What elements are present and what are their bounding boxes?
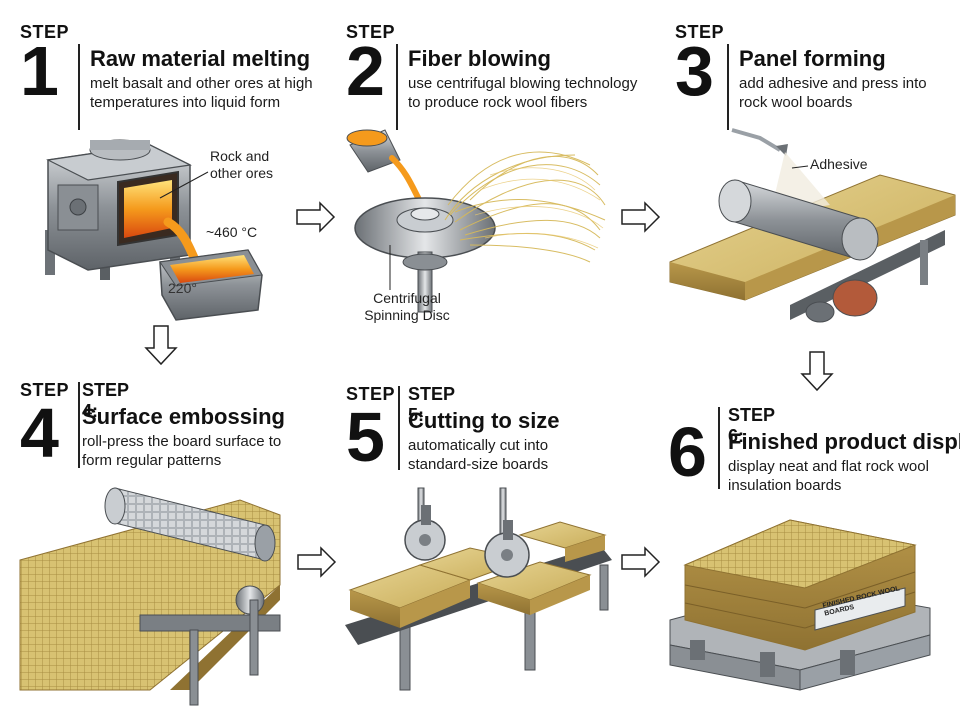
step-title: Raw material melting — [90, 46, 311, 71]
step-word: STEP — [20, 22, 70, 42]
cutting-illustration — [345, 487, 612, 691]
step-subtitle: STEP 5: — [408, 384, 455, 425]
step-description: melt basalt and other ores at high tempe… — [90, 75, 313, 111]
step-description: roll-press the board surface to form reg… — [82, 433, 282, 469]
step-description: display neat and flat rock wool insulati… — [728, 458, 929, 494]
arrow-2-3 — [621, 201, 661, 233]
divider — [78, 382, 80, 468]
step-number: 5 — [346, 398, 385, 476]
high-temperature-label: ~460 °C — [206, 224, 258, 240]
embossing-illustration — [19, 487, 281, 706]
divider — [396, 44, 398, 130]
divider — [78, 44, 80, 130]
step-number: 1 — [20, 32, 59, 110]
step-number: 4 — [20, 394, 59, 472]
step-word: STEP — [346, 22, 396, 42]
step-subtitle: STEP 6: — [728, 405, 775, 446]
step-description: add adhesive and press into rock wool bo… — [739, 75, 927, 111]
step-subtitle: STEP 4: — [82, 380, 129, 421]
divider — [727, 44, 729, 130]
arrow-4-5 — [297, 546, 337, 578]
step-title: Finished product display — [728, 429, 960, 454]
step-number: 2 — [346, 32, 385, 110]
furnace-illustration — [45, 139, 263, 321]
step-description: use centrifugal blowing technology to pr… — [408, 75, 638, 111]
panel-forming-illustration — [669, 128, 956, 323]
arrow-1-2 — [296, 201, 336, 233]
step-title: Fiber blowing — [408, 46, 551, 71]
step-number: 6 — [668, 413, 707, 491]
step-title: Panel forming — [739, 46, 886, 71]
step-word: STEP — [675, 22, 725, 42]
step-word: STEP — [346, 384, 396, 404]
step-description: automatically cut into standard-size boa… — [408, 437, 549, 473]
flow-arrows — [144, 201, 834, 578]
step-word: STEP — [20, 380, 70, 400]
arrow-1-4 — [144, 325, 178, 366]
adhesive-label: Adhesive — [810, 156, 868, 172]
crucible-temperature-label: 220° — [168, 280, 197, 296]
arrow-5-6 — [621, 546, 661, 578]
step-title: Surface embossing — [82, 404, 285, 429]
arrow-3-6 — [800, 351, 834, 392]
step-number: 3 — [675, 32, 714, 110]
ores-label: Rock and other ores — [210, 148, 274, 181]
step-title: Cutting to size — [408, 408, 560, 433]
spinning-disc-illustration — [346, 129, 606, 313]
finished-product-illustration — [669, 519, 931, 691]
divider — [398, 386, 400, 470]
divider — [718, 407, 720, 489]
spinning-disc-label: Centrifugal Spinning Disc — [364, 290, 450, 323]
